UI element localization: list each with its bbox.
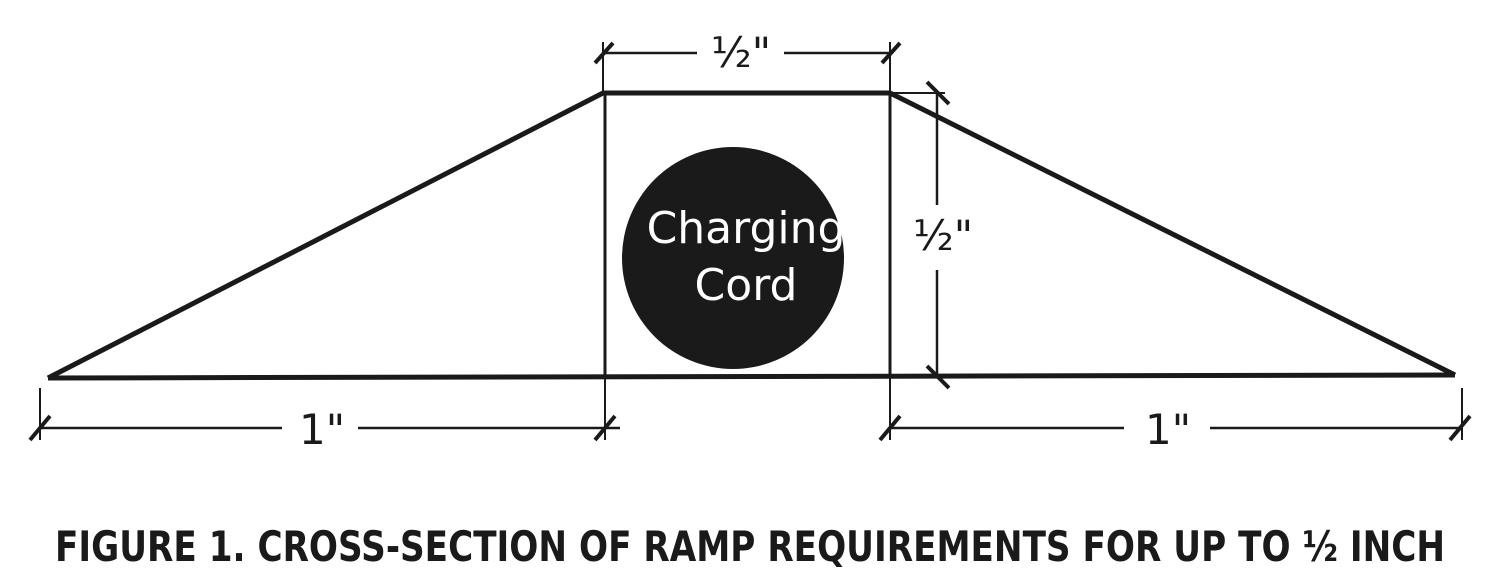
ramp-base <box>47 372 1456 381</box>
dimension-top-label: ½" <box>711 28 771 77</box>
figure-caption: FIGURE 1. CROSS-SECTION OF RAMP REQUIREM… <box>55 522 1445 571</box>
dimension-top-width <box>593 41 902 93</box>
dimension-right-tick-outer <box>1448 414 1472 442</box>
dimension-right-base <box>878 376 1472 442</box>
dimension-top-tick-right <box>880 41 902 65</box>
dimension-left-tick-outer <box>28 414 52 442</box>
charging-cord: Charging Cord <box>622 147 845 369</box>
charging-cord-label-line1: Charging <box>647 203 846 254</box>
dimension-height-label: ½" <box>913 211 973 260</box>
dimension-height-tick-bottom <box>925 364 951 390</box>
charging-cord-label-line2: Cord <box>695 260 798 311</box>
ramp-right-slope <box>888 90 1457 378</box>
ramp-outline <box>46 90 1457 381</box>
charging-cord-circle <box>622 147 844 369</box>
dimension-left-base <box>28 377 620 442</box>
dimension-right-tick-inner <box>878 414 902 442</box>
dimension-height-tick-top <box>925 80 951 106</box>
dimension-right-label: 1" <box>1145 405 1191 454</box>
ramp-left-slope <box>46 90 605 381</box>
dimension-height <box>890 80 951 390</box>
dimension-left-tick-inner <box>593 414 617 442</box>
dimension-left-label: 1" <box>299 405 345 454</box>
dimension-top-tick-left <box>593 41 615 65</box>
